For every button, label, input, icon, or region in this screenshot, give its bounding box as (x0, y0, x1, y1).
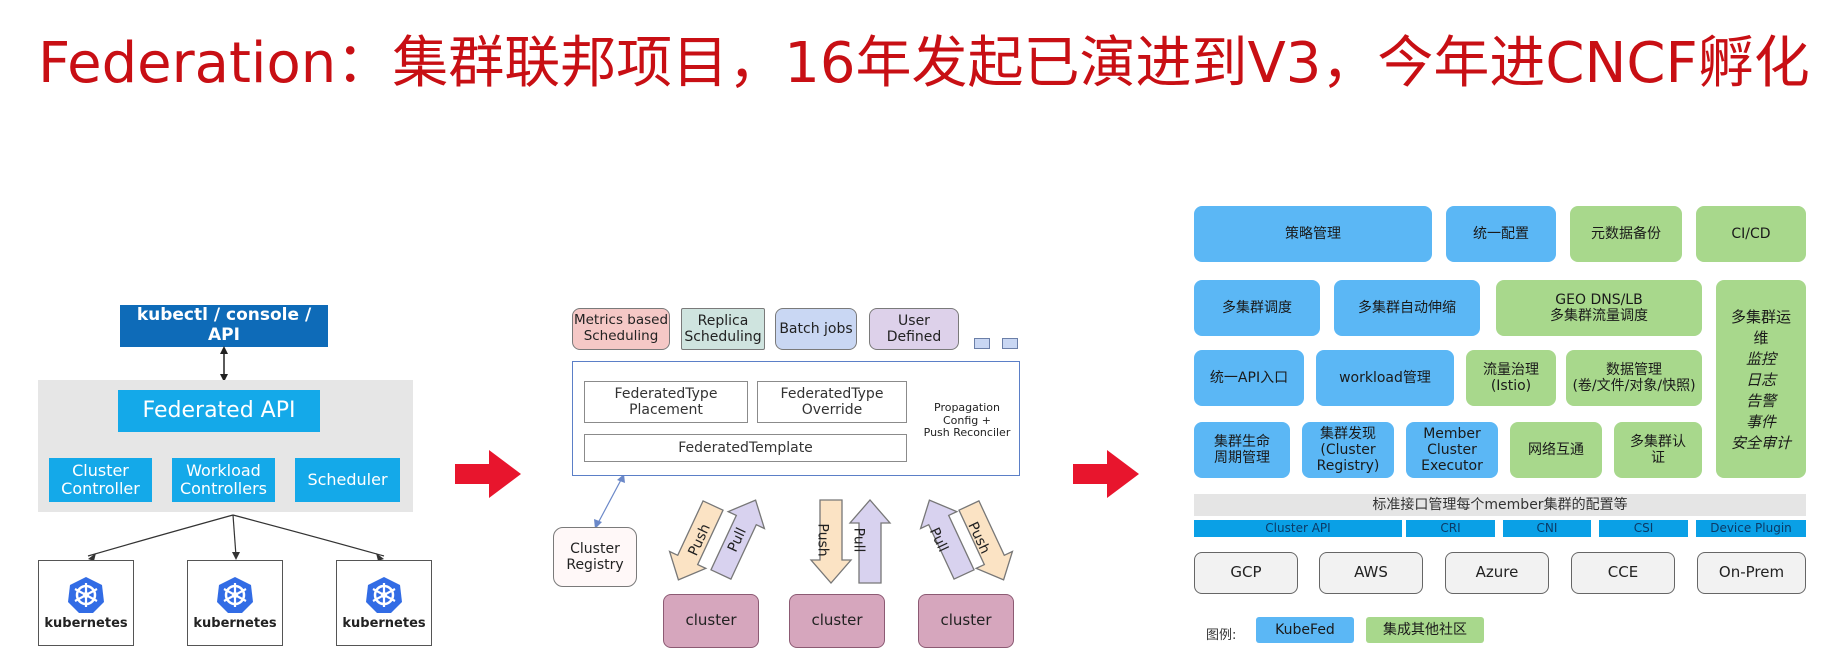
data-management: 数据管理 (卷/文件/对象/快照) (1566, 350, 1702, 406)
multi-cluster-auth: 多集群认 证 (1614, 422, 1702, 478)
infra-gcp: GCP (1194, 552, 1298, 594)
legend-kubefed: KubeFed (1256, 617, 1354, 643)
placement-box: FederatedType Placement (584, 381, 748, 423)
multi-cluster-ops: 多集群运 维 监控 日志 告警 事件 安全审计 (1716, 280, 1806, 478)
policy-management: 策略管理 (1194, 206, 1432, 262)
entry-box: kubectl / console / API (120, 305, 328, 347)
ci-cd: CI/CD (1696, 206, 1806, 262)
infra-aws: AWS (1319, 552, 1423, 594)
member-cluster: cluster (663, 594, 759, 648)
traffic-governance: 流量治理 (Istio) (1466, 350, 1556, 406)
kubernetes-label: kubernetes (193, 615, 277, 631)
ops-title-cont: 维 (1753, 328, 1769, 347)
multi-cluster-autoscaling: 多集群自动伸缩 (1334, 280, 1480, 336)
legend-label: 图例: (1206, 628, 1237, 643)
workload-management: workload管理 (1316, 350, 1454, 406)
federation-panel (572, 361, 1020, 476)
kubernetes-cluster: kubernetes (38, 560, 134, 646)
pull-label: Pull (850, 527, 867, 553)
template-box: FederatedTemplate (584, 434, 907, 462)
kubernetes-cluster: kubernetes (187, 560, 283, 646)
member-cluster: cluster (918, 594, 1014, 648)
unified-config: 统一配置 (1446, 206, 1556, 262)
network-interconnect: 网络互通 (1510, 422, 1602, 478)
infra-azure: Azure (1445, 552, 1549, 594)
api-device-plugin: Device Plugin (1696, 520, 1806, 537)
propagation-label: Propagation Config + Push Reconciler (923, 401, 1011, 440)
kubernetes-icon (68, 576, 104, 613)
scheduler-box: Scheduler (295, 458, 400, 502)
kubernetes-icon (366, 576, 402, 613)
page-title: Federation：集群联邦项目，16年发起已演进到V3，今年进CNCF孵化 (38, 31, 1810, 96)
kubernetes-label: kubernetes (342, 615, 426, 631)
ops-logging: 日志 (1745, 370, 1776, 389)
api-cri: CRI (1406, 520, 1495, 537)
member-cluster-executor: Member Cluster Executor (1406, 422, 1498, 478)
ops-monitoring: 监控 (1745, 349, 1776, 368)
cluster-registry-box: Cluster Registry (553, 527, 637, 587)
cluster-controller-box: Cluster Controller (49, 458, 152, 502)
ops-events: 事件 (1745, 412, 1776, 431)
cluster-lifecycle: 集群生命 周期管理 (1194, 422, 1290, 478)
api-cluster-api: Cluster API (1194, 520, 1402, 537)
placeholder-tab (974, 338, 990, 349)
cluster-discovery: 集群发现 (Cluster Registry) (1302, 422, 1394, 478)
flow-arrow-icon (455, 450, 521, 498)
tab-batch-jobs: Batch jobs (775, 308, 857, 350)
metadata-backup: 元数据备份 (1570, 206, 1682, 262)
standard-interface-bar: 标准接口管理每个member集群的配置等 (1194, 494, 1806, 516)
placeholder-tab (1002, 338, 1018, 349)
geo-dns-lb: GEO DNS/LB 多集群流量调度 (1496, 280, 1702, 336)
infra-cce: CCE (1571, 552, 1675, 594)
workload-controllers-box: Workload Controllers (172, 458, 275, 502)
ops-audit: 安全审计 (1730, 433, 1791, 452)
member-cluster: cluster (789, 594, 885, 648)
legend-community: 集成其他社区 (1366, 617, 1484, 643)
multi-cluster-scheduling: 多集群调度 (1194, 280, 1320, 336)
tab-replica-scheduling: Replica Scheduling (681, 308, 765, 350)
unified-api-entry: 统一API入口 (1194, 350, 1304, 406)
flow-arrow-icon (1073, 450, 1139, 498)
ops-alerting: 告警 (1745, 391, 1776, 410)
override-box: FederatedType Override (757, 381, 907, 423)
api-csi: CSI (1599, 520, 1688, 537)
kubernetes-cluster: kubernetes (336, 560, 432, 646)
kubernetes-label: kubernetes (44, 615, 128, 631)
federated-api-box: Federated API (118, 390, 320, 432)
api-cni: CNI (1503, 520, 1591, 537)
push-pull-arrows (668, 499, 1014, 584)
infra-on-prem: On-Prem (1697, 552, 1806, 594)
tab-user-defined: User Defined (869, 308, 959, 350)
push-label: Push (814, 523, 831, 557)
tab-metrics-scheduling: Metrics based Scheduling (572, 308, 670, 350)
kubernetes-icon (217, 576, 253, 613)
ops-title: 多集群运 (1730, 307, 1791, 326)
